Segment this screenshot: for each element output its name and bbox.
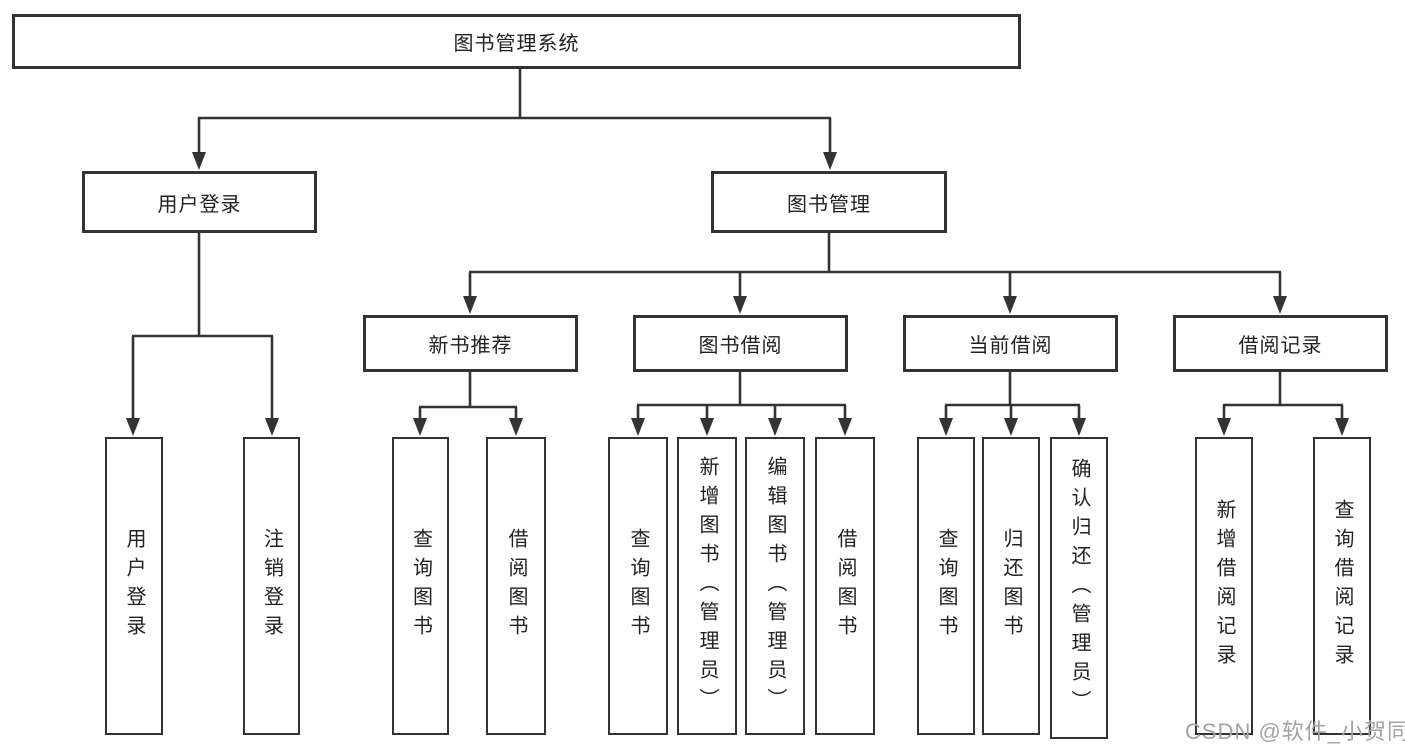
node-label: 借阅记录 (1238, 335, 1323, 357)
node-label: 图书管理系统 (453, 33, 580, 55)
node-label: 当前借阅 (968, 335, 1053, 357)
watermark: CSDN @软件_小贺同学 (1185, 719, 1405, 744)
node-new-book-recommend: 新书推荐 (363, 315, 578, 372)
leaf-label: 编辑图书（管理员） (764, 455, 786, 717)
leaf-label: 查询图书 (935, 528, 957, 644)
node-borrow-record: 借阅记录 (1173, 315, 1388, 372)
leaf-label: 借阅图书 (505, 528, 527, 644)
leaf-query-book-1: 查询图书 (392, 437, 449, 735)
leaf-label: 确认归还（管理员） (1068, 457, 1090, 719)
node-root: 图书管理系统 (12, 14, 1021, 69)
leaf-label: 新增借阅记录 (1213, 499, 1235, 673)
leaf-label: 借阅图书 (834, 528, 856, 644)
leaf-add-borrow-record: 新增借阅记录 (1195, 437, 1253, 735)
leaf-borrow-book-1: 借阅图书 (486, 437, 546, 735)
leaf-query-book-2: 查询图书 (608, 437, 668, 735)
leaf-label: 查询图书 (627, 528, 649, 644)
leaf-label: 查询图书 (409, 528, 432, 644)
node-current-borrow: 当前借阅 (903, 315, 1118, 372)
leaf-query-book-3: 查询图书 (917, 437, 975, 735)
node-label: 图书管理 (787, 193, 871, 216)
leaf-logout: 注销登录 (243, 437, 300, 735)
node-book-management: 图书管理 (711, 171, 947, 233)
leaf-confirm-return-admin: 确认归还（管理员） (1050, 437, 1108, 739)
leaf-label: 注销登录 (260, 528, 283, 644)
leaf-return-book: 归还图书 (982, 437, 1040, 735)
node-user-login: 用户登录 (82, 171, 317, 233)
leaf-label: 查询借阅记录 (1331, 499, 1353, 673)
leaf-label: 归还图书 (1000, 528, 1022, 644)
leaf-add-book-admin: 新增图书（管理员） (677, 437, 737, 735)
leaf-edit-book-admin: 编辑图书（管理员） (745, 437, 805, 735)
node-book-borrow: 图书借阅 (633, 315, 848, 372)
leaf-user-login: 用户登录 (105, 437, 163, 735)
leaf-query-borrow-record: 查询借阅记录 (1313, 437, 1371, 735)
node-label: 图书借阅 (698, 335, 783, 357)
leaf-label: 用户登录 (123, 528, 145, 644)
node-label: 用户登录 (157, 193, 242, 216)
leaf-label: 新增图书（管理员） (696, 455, 718, 717)
leaf-borrow-book-2: 借阅图书 (815, 437, 875, 735)
node-label: 新书推荐 (428, 335, 513, 357)
